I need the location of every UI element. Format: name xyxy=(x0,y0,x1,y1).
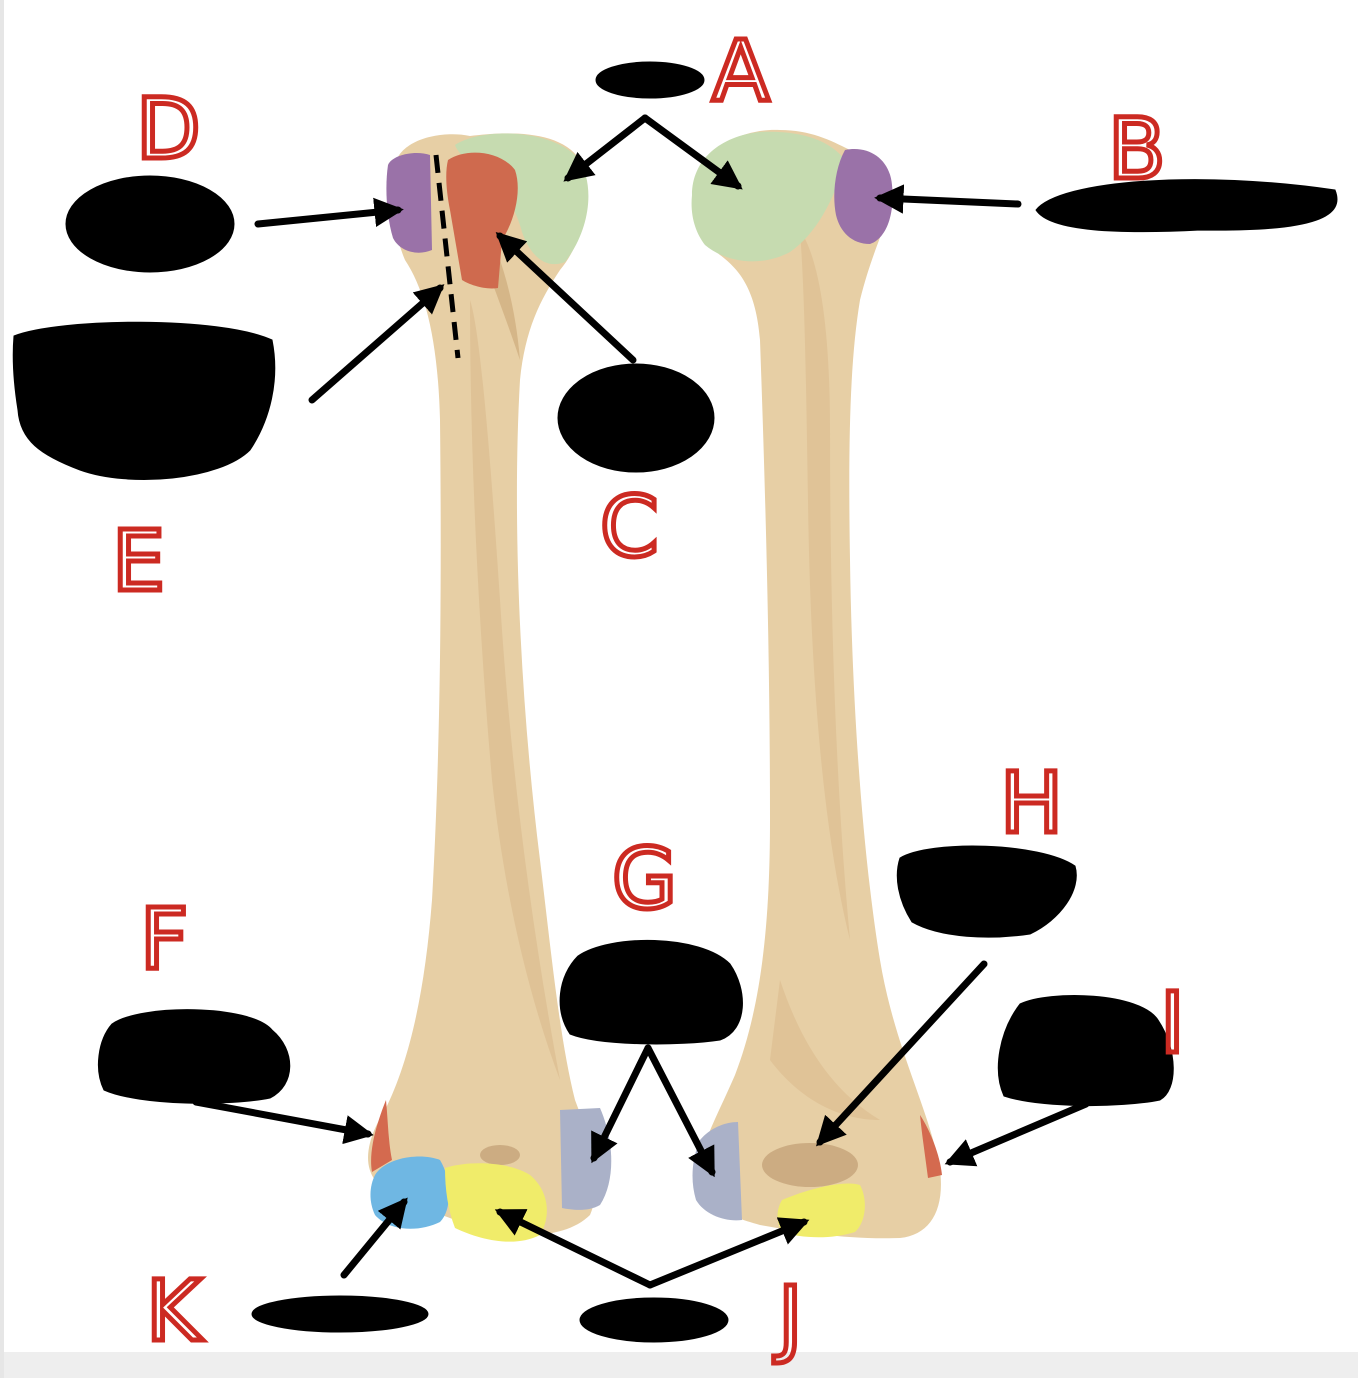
arrow-e xyxy=(308,284,445,404)
label-f: F xyxy=(140,890,188,988)
bottom-strip xyxy=(0,1352,1358,1378)
leader-arrows xyxy=(192,114,1090,1289)
left-lateral-epicondyle xyxy=(371,1100,392,1172)
arrow-k xyxy=(340,1197,408,1279)
label-h: H xyxy=(1000,754,1063,852)
arrow-g-right xyxy=(644,1044,716,1178)
left-shaft-shading xyxy=(470,300,560,1080)
left-dashed-line xyxy=(433,154,461,359)
scribble-c xyxy=(557,363,715,473)
left-medial-epicondyle xyxy=(560,1108,612,1210)
left-capitulum xyxy=(370,1156,449,1229)
scribble-h xyxy=(896,845,1077,938)
label-a: A xyxy=(712,22,769,120)
scribble-f xyxy=(98,1009,291,1104)
arrow-b xyxy=(874,184,1022,214)
right-humerus xyxy=(691,129,942,1239)
scribble-j xyxy=(579,1297,729,1343)
arrow-a-left xyxy=(563,114,649,182)
scribble-g xyxy=(559,939,743,1045)
label-k: K xyxy=(146,1262,203,1360)
right-distal-shading xyxy=(770,980,880,1120)
label-b: B xyxy=(1108,100,1166,198)
scribble-e xyxy=(12,321,276,481)
scribble-a xyxy=(595,61,705,99)
label-c: C xyxy=(600,478,659,576)
right-coronoid-fossa xyxy=(762,1143,858,1187)
right-lateral-epicondyle xyxy=(920,1115,942,1178)
redacted-labels xyxy=(12,61,1338,1343)
label-j: J xyxy=(773,1268,803,1366)
label-d: D xyxy=(136,80,201,178)
letter-labels: A B C D E F G H I J K xyxy=(110,20,1188,1369)
left-greater-tubercle xyxy=(386,153,432,253)
label-e: E xyxy=(112,512,165,610)
left-fossa-small xyxy=(480,1145,520,1165)
arrow-d xyxy=(254,197,404,228)
arrow-j-left xyxy=(494,1208,654,1289)
label-i: I xyxy=(1160,974,1185,1072)
arrow-c xyxy=(495,231,637,364)
scribble-i xyxy=(997,995,1174,1107)
label-g: G xyxy=(612,830,677,928)
arrow-a-right xyxy=(641,114,743,190)
scribble-k xyxy=(251,1295,429,1333)
left-border xyxy=(0,0,4,1378)
right-shaft-shading xyxy=(800,230,850,940)
arrow-h xyxy=(816,960,988,1147)
scribble-d xyxy=(65,175,235,273)
scribble-b xyxy=(1035,179,1338,233)
right-greater-tubercle xyxy=(834,149,893,244)
arrow-g-left xyxy=(590,1044,652,1164)
arrow-f xyxy=(192,1098,374,1145)
arrow-j-right xyxy=(646,1217,810,1289)
arrow-i xyxy=(944,1100,1090,1167)
